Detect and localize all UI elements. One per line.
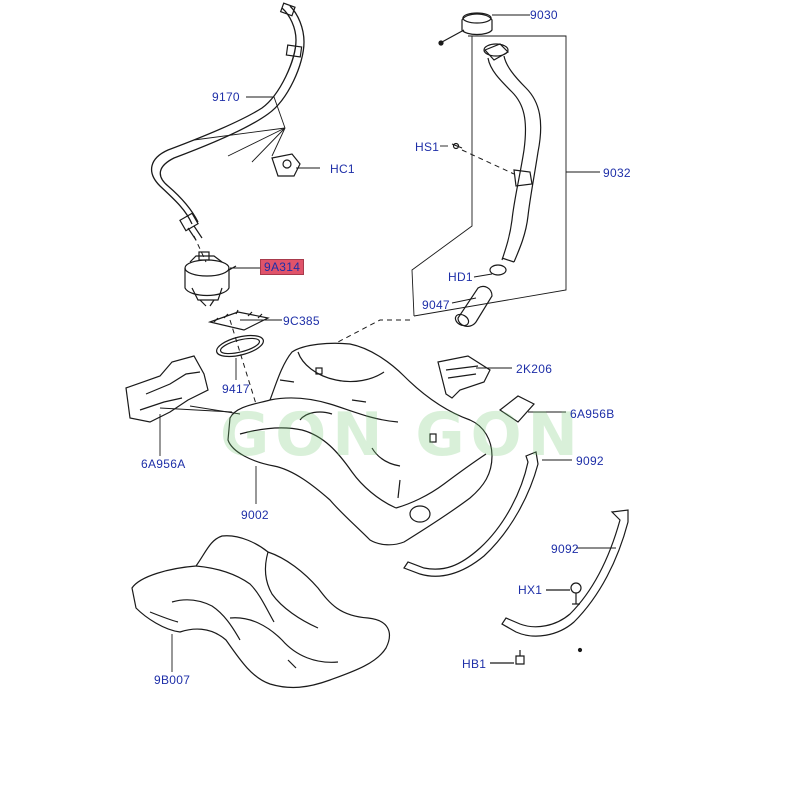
pad-6a956b: [498, 395, 566, 423]
hose-9047: [451, 285, 493, 327]
clamp-hd1: [473, 264, 507, 278]
fuel-pump-9a314: [184, 251, 262, 307]
label-9417[interactable]: 9417: [222, 382, 250, 396]
vapour-hose-9170: [150, 2, 305, 241]
fastener-hx1: [546, 582, 582, 605]
label-2k206[interactable]: 2K206: [516, 362, 553, 376]
label-9030[interactable]: 9030: [530, 8, 558, 22]
label-6a956a[interactable]: 6A956A: [141, 457, 186, 471]
strap-9092-upper: [403, 451, 572, 577]
label-hs1[interactable]: HS1: [415, 140, 440, 154]
label-hx1[interactable]: HX1: [518, 583, 543, 597]
strap-9092-lower: [501, 509, 629, 637]
heat-shield-9b007: [131, 535, 390, 689]
fuel-tank-9002: [227, 342, 493, 546]
label-hb1[interactable]: HB1: [462, 657, 487, 671]
label-9c385[interactable]: 9C385: [283, 314, 320, 328]
filler-cap-9030: [438, 12, 530, 46]
bracket-6a956a: [125, 355, 241, 456]
label-9b007[interactable]: 9B007: [154, 673, 191, 687]
bolt-hs1: [440, 142, 463, 150]
filler-neck-9032: [483, 43, 542, 263]
label-hc1[interactable]: HC1: [330, 162, 355, 176]
label-9092-upper[interactable]: 9092: [576, 454, 604, 468]
label-9a314[interactable]: 9A314: [260, 259, 305, 275]
label-9092-lower[interactable]: 9092: [551, 542, 579, 556]
fastener-hb1: [490, 647, 583, 665]
clip-hc1: [271, 153, 320, 177]
bracket-9032: [411, 35, 600, 317]
bracket-2k206: [437, 355, 512, 399]
label-hd1[interactable]: HD1: [448, 270, 473, 284]
label-9170[interactable]: 9170: [212, 90, 240, 104]
label-6a956b[interactable]: 6A956B: [570, 407, 615, 421]
label-9032[interactable]: 9032: [603, 166, 631, 180]
lock-ring-9c385: [207, 309, 282, 331]
label-9002[interactable]: 9002: [241, 508, 269, 522]
label-9047[interactable]: 9047: [422, 298, 450, 312]
leaders-9170: [193, 96, 286, 163]
seal-9417: [216, 334, 264, 380]
